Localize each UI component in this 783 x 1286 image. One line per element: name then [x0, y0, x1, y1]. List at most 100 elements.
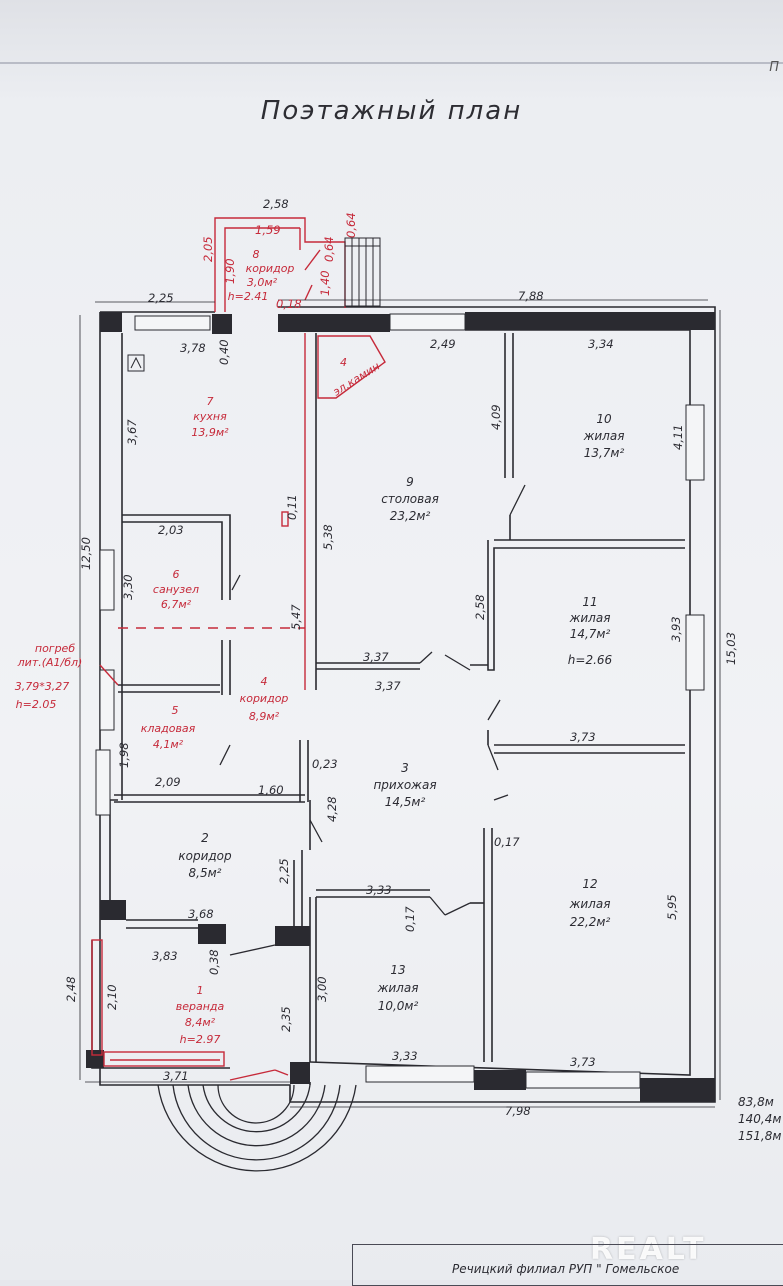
dim-190: 1,90: [223, 258, 237, 284]
room-2-name: коридор: [178, 849, 232, 863]
porch-steps: [157, 1084, 357, 1172]
room-11-num: 11: [582, 595, 597, 609]
cellar-line1: погреб: [35, 642, 75, 655]
area-totals: 83,8м 140,4м 151,8м: [738, 1094, 781, 1145]
dim-409: 4,09: [489, 404, 503, 430]
room-6-num: 6: [173, 568, 180, 581]
room-10-name: жилая: [583, 429, 625, 443]
dim-393: 3,93: [669, 616, 683, 642]
total-line-3: 151,8м: [738, 1129, 782, 1143]
room-6-area: 6,7м²: [161, 598, 192, 611]
stairs: [344, 237, 381, 307]
dim-bottom: 7,98: [505, 1104, 531, 1118]
dim-209: 2,09: [155, 775, 181, 789]
room-12-name: жилая: [569, 897, 611, 911]
room-4-name: коридор: [240, 692, 289, 705]
room-10: 10 жилая 13,7м²: [583, 412, 625, 460]
dim-368: 3,68: [188, 907, 214, 921]
dim-378: 3,78: [180, 341, 206, 355]
cellar-note: погреб лит.(А1/бл) 3,79*3,27 h=2.05: [15, 642, 83, 711]
room-1: 1 веранда 8,4м² h=2.97: [176, 984, 225, 1046]
room-11-area: 14,7м²: [570, 627, 611, 641]
room-12: 12 жилая 22,2м²: [569, 877, 611, 929]
dim-159: 1,59: [255, 223, 281, 237]
dim-411: 4,11: [671, 424, 685, 450]
room-12-area: 22,2м²: [570, 915, 611, 929]
dim-023: 0,23: [312, 757, 338, 771]
dim-198: 1,98: [117, 742, 131, 768]
room-1-num: 1: [197, 984, 204, 997]
dim-040: 0,40: [217, 339, 231, 365]
room-7-area: 13,9м²: [191, 426, 229, 439]
room-1-area: 8,4м²: [185, 1016, 216, 1029]
room-7-name: кухня: [193, 410, 227, 423]
dim-225: 2,25: [277, 858, 291, 884]
room-8-name: коридор: [246, 262, 295, 275]
dim-017b: 0,17: [403, 906, 417, 932]
room-13-area: 10,0м²: [378, 999, 419, 1013]
room-8: 8 коридор 3,0м² h=2.41: [228, 248, 295, 303]
dim-367: 3,67: [125, 419, 139, 445]
room-9-num: 9: [406, 475, 414, 489]
dim-right: 15,03: [724, 632, 738, 665]
dim-371: 3,71: [163, 1069, 189, 1083]
room-7-num: 7: [207, 395, 214, 408]
dim-334: 3,34: [588, 337, 614, 351]
dim-top-left: 2,25: [148, 291, 174, 305]
room-5-name: кладовая: [141, 722, 196, 735]
dim-203: 2,03: [158, 523, 184, 537]
red-dimension-labels: 1,59 2,05 1,90 0,64 1,40 0,64 0,18: [201, 212, 358, 311]
room-1-height: h=2.97: [180, 1033, 221, 1046]
dim-373b: 3,73: [570, 1055, 596, 1069]
room-3: 3 прихожая 14,5м²: [373, 761, 436, 809]
realt-watermark: REALT: [590, 1232, 707, 1267]
sheet-top-rule: [0, 62, 783, 64]
dim-017a: 0,17: [494, 835, 520, 849]
room-2-area: 8,5м²: [189, 866, 222, 880]
room-13: 13 жилая 10,0м²: [377, 963, 419, 1013]
room-3-name: прихожая: [373, 778, 436, 792]
dim-235: 2,35: [279, 1006, 293, 1032]
red-overlay: [91, 217, 386, 1081]
wall-fills: [86, 312, 715, 1102]
room-1-name: веранда: [176, 1000, 225, 1013]
room-8-area: 3,0м²: [247, 276, 278, 289]
dim-064b: 0,64: [344, 212, 358, 238]
room-9-area: 23,2м²: [390, 509, 431, 523]
dim-547: 5,47: [289, 604, 303, 630]
dim-018: 0,18: [276, 297, 302, 311]
dim-205: 2,05: [201, 236, 215, 262]
dim-top-right: 7,88: [518, 289, 544, 303]
total-line-1: 83,8м: [738, 1095, 774, 1109]
dim-595: 5,95: [665, 894, 679, 920]
dim-210: 2,10: [105, 984, 119, 1010]
dim-538: 5,38: [321, 524, 335, 550]
room-2: 2 коридор 8,5м²: [178, 831, 232, 880]
dim-011: 0,11: [285, 494, 299, 520]
room-3-area: 14,5м²: [385, 795, 426, 809]
room-10-area: 13,7м²: [584, 446, 625, 460]
room-5-area: 4,1м²: [153, 738, 184, 751]
dim-064: 0,64: [322, 236, 336, 262]
dim-248: 2,48: [64, 976, 78, 1002]
room-8-height: h=2.41: [228, 290, 269, 303]
cellar-line4: h=2.05: [16, 698, 57, 711]
room-4-area: 8,9м²: [249, 710, 280, 723]
page-mark: П: [769, 60, 779, 75]
room-11-height: h=2.66: [568, 653, 613, 667]
plan-title: Поэтажный план: [260, 96, 523, 126]
room-12-num: 12: [582, 877, 597, 891]
total-line-2: 140,4м: [738, 1112, 782, 1126]
title-block-text: Речицкий филиал РУП " Гомельское: [452, 1262, 680, 1276]
dimension-labels: 2,25 7,88 7,98 12,50 15,03 3,78 0,40 2,4…: [64, 197, 738, 1118]
dim-140: 1,40: [318, 270, 332, 296]
dim-333b: 3,33: [392, 1049, 418, 1063]
room-2-num: 2: [201, 831, 209, 845]
dim-038: 0,38: [207, 949, 221, 975]
fireplace-label: эл.камин: [331, 360, 382, 399]
interior-walls: [114, 333, 685, 1062]
dim-258b: 2,58: [473, 594, 487, 620]
fireplace-num: 4: [340, 356, 347, 369]
dim-330: 3,30: [121, 574, 135, 600]
